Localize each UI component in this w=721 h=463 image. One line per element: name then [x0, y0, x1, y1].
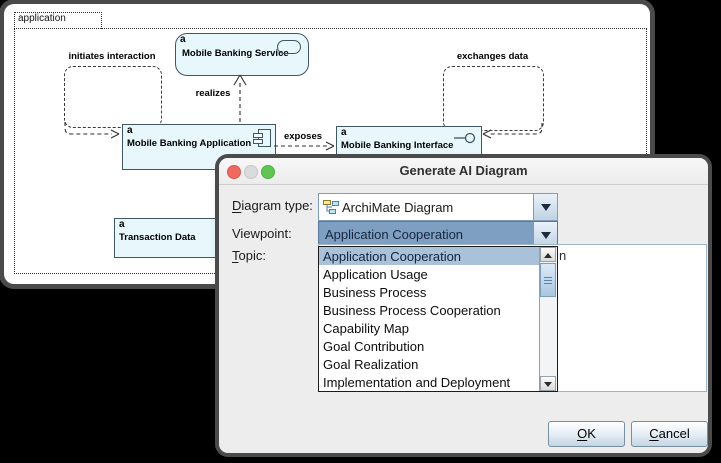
node-marker: a: [180, 34, 186, 45]
viewpoint-value: Application Cooperation: [325, 227, 464, 242]
dialog-titlebar: Generate AI Diagram: [219, 158, 708, 185]
viewpoint-combobox[interactable]: Application Cooperation: [318, 221, 558, 248]
node-label: Mobile Banking Service: [182, 48, 289, 59]
edge-label-initiates-interaction: initiates interaction: [68, 51, 156, 62]
edge-label-realizes: realizes: [195, 88, 231, 99]
cancel-button[interactable]: Cancel: [631, 421, 708, 447]
viewpoint-list-scrollbar[interactable]: [539, 247, 557, 391]
minimize-button[interactable]: [244, 165, 258, 179]
viewpoint-dropdown-button[interactable]: [533, 222, 557, 247]
viewpoint-option[interactable]: Application Cooperation: [319, 247, 540, 265]
viewpoint-option[interactable]: Goal Realization: [323, 356, 419, 372]
viewpoint-label: Viewpoint:: [232, 226, 292, 241]
scrollbar-thumb-grip: [544, 277, 552, 284]
zoom-button[interactable]: [261, 165, 275, 179]
viewpoint-option[interactable]: Business Process Cooperation: [323, 302, 501, 318]
viewpoint-option[interactable]: Application Usage: [323, 266, 428, 282]
edge-label-exchanges-data: exchanges data: [456, 51, 529, 62]
chevron-down-icon: [540, 231, 551, 239]
viewpoint-option[interactable]: Business Process: [323, 284, 427, 300]
generate-ai-diagram-dialog: Generate AI Diagram Diagram type: ArchiM…: [219, 158, 708, 453]
node-label: Mobile Banking Interface: [341, 140, 454, 151]
diagram-type-dropdown-button[interactable]: [533, 194, 557, 220]
diagram-type-label: Diagram type:: [232, 198, 313, 213]
scrollbar-down-button[interactable]: [540, 376, 556, 391]
exchanges-data-box: [443, 66, 544, 131]
viewpoint-option[interactable]: Capability Map: [323, 320, 409, 336]
application-service-icon: [277, 40, 301, 54]
dialog-title: Generate AI Diagram: [399, 163, 528, 178]
viewpoint-option[interactable]: Implementation and Deployment: [323, 374, 511, 390]
node-marker: a: [127, 125, 133, 136]
diagram-type-combobox[interactable]: ArchiMate Diagram: [318, 193, 558, 221]
scrollbar-thumb[interactable]: [540, 263, 556, 297]
scrollbar-up-button[interactable]: [540, 247, 556, 262]
node-transaction-data[interactable]: a Transaction Data: [114, 218, 228, 258]
archimate-diagram-icon: [323, 199, 339, 218]
node-marker: a: [341, 127, 347, 138]
application-component-icon: [252, 127, 272, 152]
node-label: Transaction Data: [119, 232, 196, 243]
node-label: Mobile Banking Application: [127, 138, 252, 149]
viewpoint-option[interactable]: Goal Contribution: [323, 338, 425, 354]
interface-lollipop-icon: [453, 132, 477, 147]
close-button[interactable]: [227, 165, 241, 179]
topic-text-fragment: n: [559, 248, 567, 263]
node-marker: a: [119, 219, 125, 230]
chevron-down-icon: [540, 204, 551, 211]
triangle-down-icon: [544, 381, 552, 387]
diagram-type-value: ArchiMate Diagram: [342, 199, 454, 215]
ok-button[interactable]: OK: [548, 421, 625, 447]
node-mobile-banking-service[interactable]: a Mobile Banking Service: [175, 33, 309, 76]
topic-label: Topic:: [232, 248, 266, 263]
application-group-tab: [14, 12, 102, 29]
triangle-up-icon: [544, 252, 552, 258]
application-group-label: application: [18, 13, 66, 24]
initiates-interaction-box: [64, 66, 162, 128]
edge-label-exposes: exposes: [283, 131, 323, 142]
